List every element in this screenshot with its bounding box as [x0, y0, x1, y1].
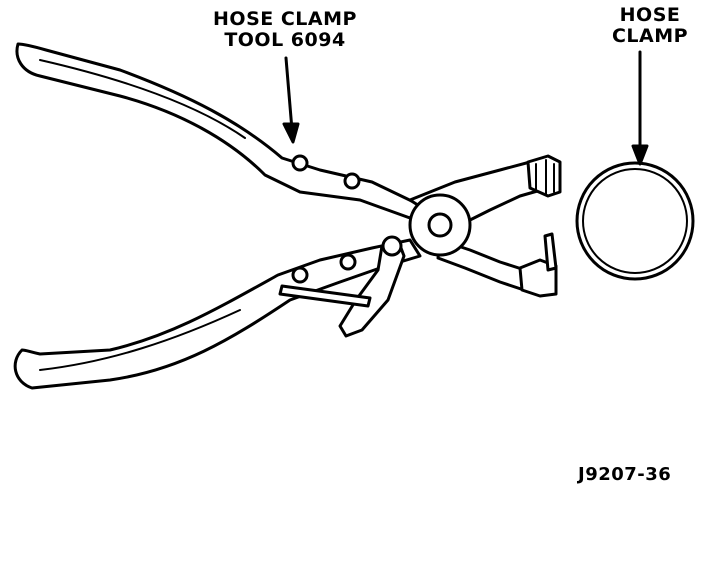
tool-leader-line [284, 56, 294, 132]
tool-label-line-2: TOOL 6094 [224, 29, 346, 51]
upper-handle-rivet-2 [343, 172, 361, 190]
lower-handle-rivet-1 [291, 266, 309, 284]
clamp-label-line-1: HOSE [619, 4, 681, 26]
tool-callout-label: HOSE CLAMP TOOL 6094 [200, 9, 370, 51]
clamp-leader-arrowhead [631, 144, 649, 166]
lower-jaw-pin [543, 232, 558, 272]
lever-pivot [381, 235, 403, 257]
figure-id: J9207-36 [578, 464, 672, 485]
lever-link [278, 284, 372, 308]
clamp-callout-label: HOSE CLAMP [600, 5, 700, 47]
clamp-label-line-2: CLAMP [611, 25, 689, 47]
hose-clamp-outer [575, 161, 695, 281]
hose-clamp-inner [582, 168, 688, 274]
pivot-bolt [427, 212, 453, 238]
tool-label-line-1: HOSE CLAMP [213, 8, 357, 30]
lower-handle [13, 238, 422, 390]
upper-jaw-tip [526, 154, 562, 198]
lower-handle-rivet-2 [339, 253, 357, 271]
upper-handle-rivet-1 [291, 154, 309, 172]
tool-leader-arrowhead [282, 122, 300, 144]
